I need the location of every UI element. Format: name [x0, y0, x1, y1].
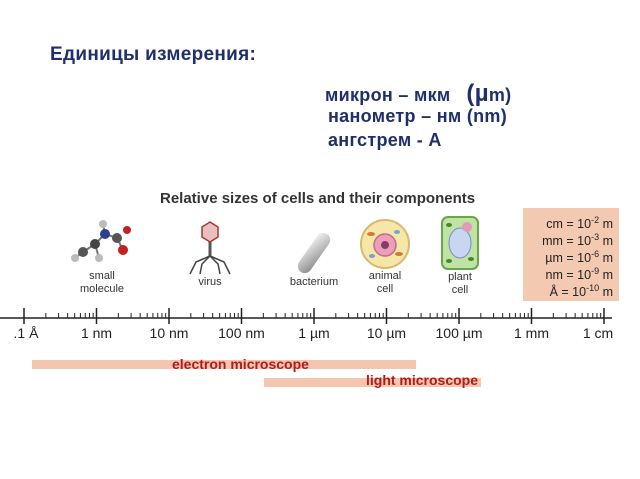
tick-label: .1 Å — [13, 325, 39, 341]
tick-label: 100 nm — [218, 325, 265, 341]
small-molecule-label-2: molecule — [79, 283, 125, 295]
conversion-row: Å = 10-10 m — [549, 283, 613, 300]
unit-micron-paren: ( — [466, 80, 475, 107]
unit-angstrom: ангстрем - А — [328, 130, 442, 150]
tick-label: 10 µm — [366, 325, 407, 341]
tick-label: 100 µm — [435, 325, 483, 341]
animal-cell: animal cell — [357, 218, 413, 296]
virus-icon — [189, 221, 231, 275]
plant-cell: plant cell — [434, 215, 486, 297]
conversion-row: mm = 10-3 m — [542, 232, 613, 249]
bacterium-label: bacterium — [289, 276, 339, 288]
bacterium-icon — [297, 232, 331, 274]
small-molecule: small molecule — [62, 218, 142, 296]
tick-label: 10 nm — [149, 325, 189, 341]
microscope-range-bar — [264, 378, 481, 387]
log-scale-axis — [0, 308, 612, 324]
virus: virus — [180, 218, 240, 289]
unit-micron: микрон – мкм (µm) — [325, 80, 511, 108]
microscope-label: electron microscope — [172, 356, 309, 372]
units-title: Единицы измерения: — [50, 44, 257, 65]
microscope-range-bar — [32, 360, 416, 369]
small-molecule-label: small — [89, 270, 115, 282]
unit-nanometer: нанометр – нм (nm) — [328, 106, 508, 126]
microscope-label: light microscope — [366, 372, 479, 388]
tick-label: 1 cm — [582, 325, 614, 341]
tick-label: 1 nm — [80, 325, 113, 341]
animal-cell-label-2: cell — [376, 283, 394, 295]
bacterium: bacterium — [281, 228, 347, 289]
tick-label: 1 µm — [298, 325, 330, 341]
animal-cell-label: animal — [368, 270, 402, 282]
animal-cell-icon — [360, 219, 410, 269]
figure-title: Relative sizes of cells and their compon… — [160, 190, 476, 207]
molecule-icon — [71, 220, 131, 262]
plant-cell-icon — [441, 216, 479, 270]
unit-micron-rest: m) — [488, 85, 512, 105]
tick-label: 1 mm — [514, 325, 549, 341]
conversion-table: cm = 10-2 m mm = 10-3 m µm = 10-6 m nm =… — [523, 208, 619, 301]
virus-label: virus — [198, 276, 222, 288]
mu-symbol: µ — [474, 80, 489, 107]
conversion-row: nm = 10-9 m — [545, 266, 613, 283]
plant-cell-label-2: cell — [451, 284, 469, 296]
plant-cell-label: plant — [448, 271, 472, 283]
conversion-row: µm = 10-6 m — [545, 249, 613, 266]
unit-micron-text: микрон – мкм — [325, 85, 451, 105]
conversion-row: cm = 10-2 m — [546, 215, 613, 232]
